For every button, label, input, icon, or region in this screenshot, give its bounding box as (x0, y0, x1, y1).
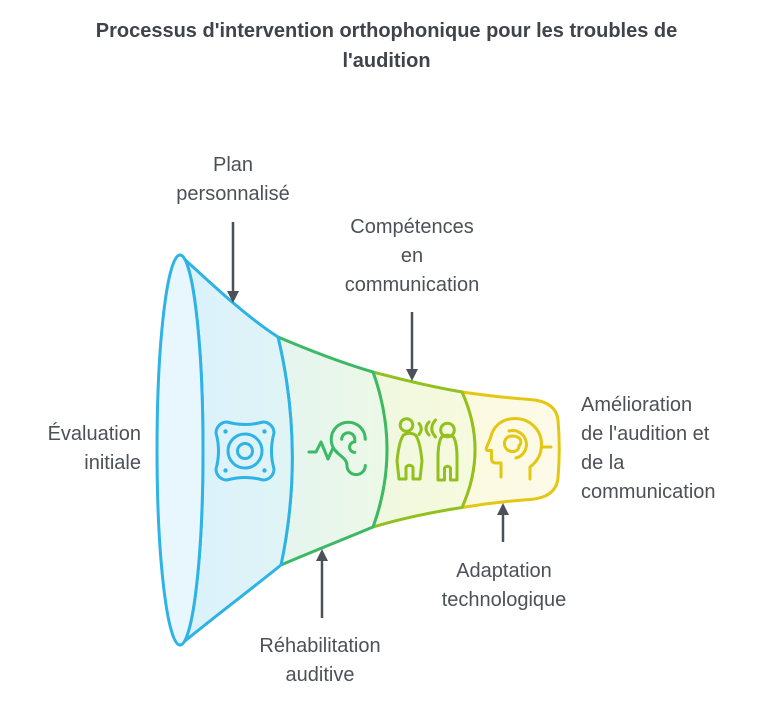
ear-hearing-icon (307, 420, 367, 477)
label-rehabilitation-auditive: Réhabilitation auditive (259, 635, 381, 686)
label-competences-communication: Compétences en communication (344, 216, 480, 296)
speech-waves-icon (417, 422, 423, 436)
label-plan-personnalise: Plan personnalisé (176, 154, 290, 205)
sound-wave-icon (307, 440, 339, 461)
head-cochlea-icon (484, 417, 553, 481)
people-conversation-icon (395, 417, 459, 482)
label-adaptation-technologique: Adaptation technologique (441, 560, 567, 611)
cochlea-spiral-icon (507, 429, 528, 460)
label-amelioration-resultat: Amélioration de l'audition et de la comm… (581, 394, 716, 503)
arrow-plan-personnalise (227, 222, 239, 303)
arrow-rehabilitation-auditive (316, 549, 328, 618)
funnel-bell-rim (155, 253, 205, 647)
arrow-competences-communication (406, 312, 418, 381)
label-evaluation-initiale: Évaluation initiale (47, 423, 141, 474)
arrow-adaptation-technologique (497, 503, 509, 542)
speaker-icon (214, 420, 276, 482)
funnel-stage-adaptation-technologique (460, 390, 561, 509)
page-title: Processus d'intervention orthophonique p… (95, 20, 678, 72)
